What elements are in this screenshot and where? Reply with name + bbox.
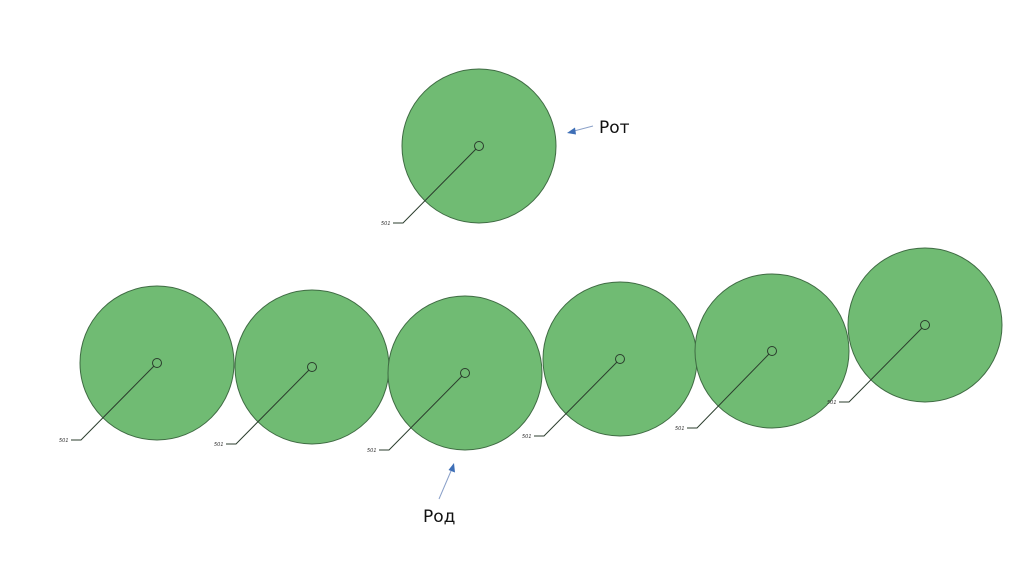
- circle-group-3: 501: [367, 295, 543, 454]
- leader-line-4: [534, 361, 618, 437]
- circle-label-top: 501: [381, 221, 391, 227]
- leader-line-top: [393, 148, 477, 224]
- circle-center-2: [307, 362, 317, 372]
- circle-label-3: 501: [367, 448, 377, 454]
- circle-center-6: [920, 320, 930, 330]
- circle-group-1: 501: [59, 285, 235, 444]
- callout-label-top: Рот: [599, 118, 630, 138]
- arrow-head-bottom: [448, 463, 455, 473]
- leader-line-1: [71, 365, 155, 441]
- circle-center-5: [767, 346, 777, 356]
- callout-label-bottom: Род: [423, 507, 455, 527]
- callout-bottom: Род: [423, 463, 455, 527]
- circle-center-top: [474, 141, 484, 151]
- leader-line-5: [687, 353, 770, 429]
- circle-group-top: 501: [381, 68, 557, 227]
- circle-label-4: 501: [522, 434, 532, 440]
- arrow-line-bottom: [438, 470, 452, 500]
- circle-center-1: [152, 358, 162, 368]
- circle-group-2: 501: [214, 289, 390, 448]
- circle-label-5: 501: [675, 426, 685, 432]
- leader-line-6: [839, 327, 923, 403]
- leader-line-2: [226, 369, 310, 445]
- circle-label-6: 501: [827, 400, 837, 406]
- callout-top: Рот: [567, 118, 630, 138]
- arrow-head-top: [567, 127, 576, 135]
- circle-group-6: 501: [827, 247, 1003, 406]
- circle-label-2: 501: [214, 442, 224, 448]
- circle-center-4: [615, 354, 625, 364]
- circle-group-5: 501: [675, 273, 850, 432]
- leader-line-3: [379, 375, 463, 451]
- arrow-line-top: [573, 125, 594, 132]
- circle-group-4: 501: [522, 281, 698, 440]
- circle-5: [694, 273, 850, 429]
- circle-center-3: [460, 368, 470, 378]
- circle-label-1: 501: [59, 438, 69, 444]
